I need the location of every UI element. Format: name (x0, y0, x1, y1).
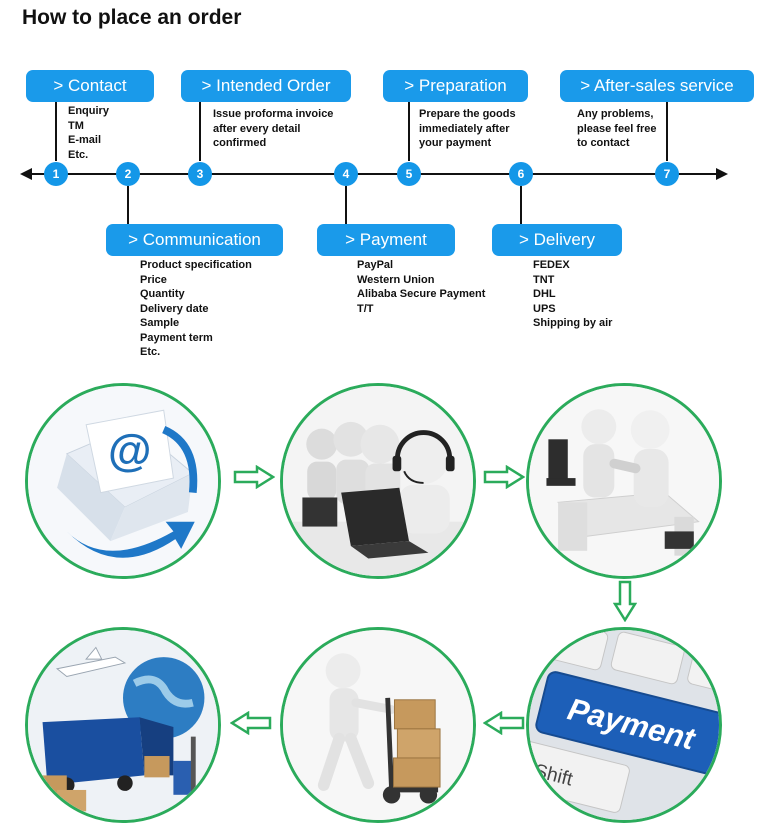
step-5-label: > Preparation (383, 70, 528, 102)
email-illustration: @ (25, 383, 221, 579)
flow-arrow-down (613, 580, 637, 622)
step-4-connector (345, 186, 347, 224)
timeline-arrow-left (20, 168, 32, 180)
step-7-connector (666, 101, 668, 161)
step-1-connector (55, 101, 57, 161)
step-5-node: 5 (397, 162, 421, 186)
page-title: How to place an order (22, 6, 242, 29)
step-7-details: Any problems,please feel free to contact (577, 108, 657, 149)
step-6-label: > Delivery (492, 224, 622, 256)
flow-arrow-left-1 (483, 711, 525, 735)
call-center-illustration (280, 383, 476, 579)
handshake-illustration (526, 383, 722, 579)
step-7-node: 7 (655, 162, 679, 186)
step-2-label: > Communication (106, 224, 283, 256)
svg-text:@: @ (108, 426, 151, 475)
step-3-node: 3 (188, 162, 212, 186)
step-2-connector (127, 186, 129, 224)
hand-truck-illustration (280, 627, 476, 823)
flow-arrow-right-1 (233, 465, 275, 489)
step-4-label: > Payment (317, 224, 455, 256)
payment-key-illustration: Payment Shift (526, 627, 722, 823)
step-6-node: 6 (509, 162, 533, 186)
step-3-connector (199, 101, 201, 161)
step-6-connector (520, 186, 522, 224)
step-4-node: 4 (334, 162, 358, 186)
step-1-node: 1 (44, 162, 68, 186)
flow-arrow-right-2 (483, 465, 525, 489)
step-5-connector (408, 101, 410, 161)
timeline-line (30, 173, 720, 175)
logistics-illustration (25, 627, 221, 823)
timeline-arrow-right (716, 168, 728, 180)
step-3-label: > Intended Order (181, 70, 351, 102)
step-1-label: > Contact (26, 70, 154, 102)
step-2-node: 2 (116, 162, 140, 186)
flow-arrow-left-2 (230, 711, 272, 735)
step-7-label: > After-sales service (560, 70, 754, 102)
